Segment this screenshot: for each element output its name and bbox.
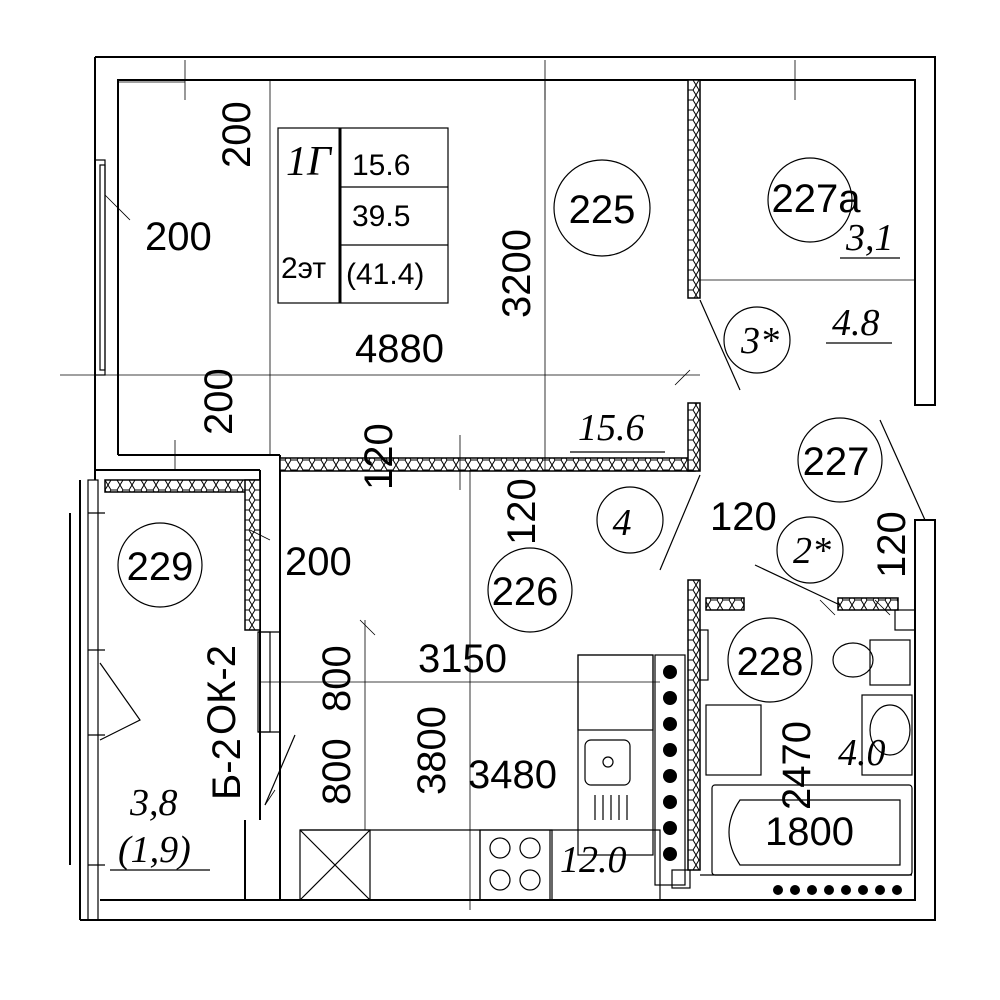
apt-type: 1Г xyxy=(286,139,333,185)
label-ok2: ОК-2 xyxy=(200,645,244,735)
area-226: 12.0 xyxy=(560,839,627,881)
room-number-228: 228 xyxy=(737,640,804,684)
room-number-227a: 227а xyxy=(772,177,862,221)
balcony-glazing xyxy=(87,479,105,921)
dim-3800: 3800 xyxy=(410,706,454,795)
dim-120-a: 120 xyxy=(357,423,401,490)
room-number-227: 227 xyxy=(803,440,870,484)
room-markers: 225 226 227 227а 228 229 3* 2* 4 xyxy=(117,157,883,703)
area-228: 4.0 xyxy=(838,732,886,774)
dim-2470: 2470 xyxy=(775,721,819,810)
mark-3-star: 3* xyxy=(740,320,779,362)
summary-table: 1Г 2эт 15.6 39.5 (41.4) xyxy=(277,127,449,304)
area-values: 15.6 12.0 4.8 3,1 4.0 3,8 (1,9) xyxy=(110,217,900,881)
area-225: 15.6 xyxy=(578,407,645,449)
bathroom-fixtures xyxy=(699,609,916,895)
room-number-229: 229 xyxy=(127,545,194,589)
mark-2-star: 2* xyxy=(793,530,831,572)
total-area: 39.5 xyxy=(352,200,410,233)
area-227a-small: 3,1 xyxy=(845,217,894,259)
dim-800-a: 800 xyxy=(315,645,359,712)
dim-120-c: 120 xyxy=(710,495,777,539)
room-number-226: 226 xyxy=(492,570,559,614)
dim-4880: 4880 xyxy=(355,327,444,371)
kitchen-fixtures xyxy=(299,654,661,901)
dim-3150: 3150 xyxy=(418,637,507,681)
area-227a: 4.8 xyxy=(832,302,880,344)
dim-120-d: 120 xyxy=(870,511,914,578)
dim-1800: 1800 xyxy=(765,810,854,854)
dim-200-top: 200 xyxy=(215,101,259,168)
dim-3200: 3200 xyxy=(495,229,539,318)
hatched-partitions xyxy=(104,79,899,871)
dim-200-left: 200 xyxy=(145,215,212,259)
mark-4: 4 xyxy=(613,502,632,544)
window-left xyxy=(94,159,106,376)
dim-120-b: 120 xyxy=(500,478,544,545)
room-number-225: 225 xyxy=(569,188,636,232)
element-labels: ОК-2 Б-2 xyxy=(200,645,249,800)
total-with-balcony: (41.4) xyxy=(346,258,424,291)
area-229: 3,8 xyxy=(129,782,178,824)
riser-column xyxy=(654,654,691,889)
area-229-half: (1,9) xyxy=(118,829,191,871)
door-swings xyxy=(99,299,926,806)
floor-label: 2эт xyxy=(281,252,326,285)
label-b2: Б-2 xyxy=(205,738,249,800)
dimension-lines xyxy=(60,60,915,910)
dim-200-balcony: 200 xyxy=(285,540,352,584)
dim-800-b: 800 xyxy=(315,738,359,805)
dim-200-mid: 200 xyxy=(197,368,241,435)
dimension-text: 200 200 4880 3200 200 120 120 200 3150 8… xyxy=(145,101,914,854)
living-area: 15.6 xyxy=(352,149,410,182)
dim-3480: 3480 xyxy=(468,753,557,797)
